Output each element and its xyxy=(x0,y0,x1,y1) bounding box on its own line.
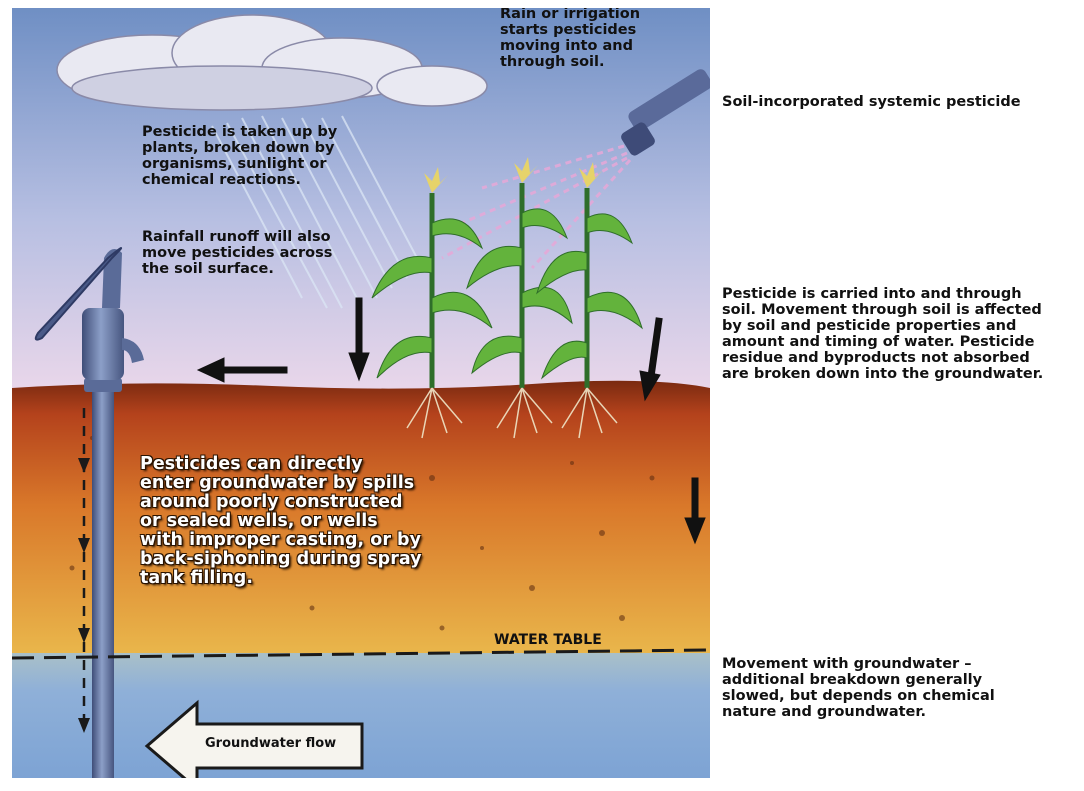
water-table-line xyxy=(12,648,710,660)
water-pump xyxy=(34,247,144,778)
corn-plants xyxy=(371,157,643,439)
rain-label: Rain or irrigation starts pesticides mov… xyxy=(500,8,641,70)
cloud xyxy=(56,14,488,111)
well-seepage-arrowheads xyxy=(78,458,90,733)
spray xyxy=(441,144,632,270)
groundwater-flow-arrow xyxy=(144,699,364,778)
uptake-label: Pesticide is taken up by plants, broken … xyxy=(142,124,338,188)
runoff-label: Rainfall runoff will also move pesticide… xyxy=(142,229,333,277)
scene-graphic xyxy=(12,8,710,778)
systemic-caption: Soil-incorporated systemic pesticide xyxy=(722,94,1021,110)
movement-arrows xyxy=(196,297,706,545)
rain xyxy=(211,115,418,309)
irrigation-nozzle xyxy=(621,69,710,156)
movement-caption: Movement with groundwater – additional b… xyxy=(722,656,995,720)
carried-caption: Pesticide is carried into and through so… xyxy=(722,286,1044,382)
wells-label: Pesticides can directly enter groundwate… xyxy=(140,454,422,588)
groundwater-flow-label: Groundwater flow xyxy=(205,736,337,751)
water-table-label: WATER TABLE xyxy=(494,632,602,648)
soil xyxy=(12,380,710,658)
illustration: Rain or irrigation starts pesticides mov… xyxy=(12,8,710,778)
